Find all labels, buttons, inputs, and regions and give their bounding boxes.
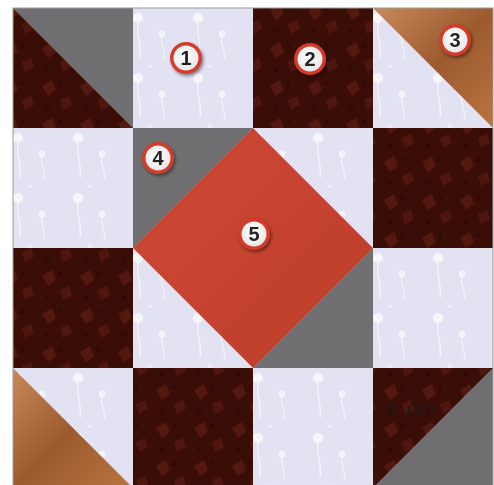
piece-4-label: 4 [152,148,164,170]
square-light-r2c3 [373,248,493,368]
square-dark-r1c3 [373,128,493,248]
square-dark-r3c1 [133,368,253,485]
piece-2-label: 2 [304,49,315,71]
badge-1: 1 [170,42,202,74]
piece-3-label: 3 [449,30,460,52]
badge-4: 4 [142,142,174,174]
square-light-r1c0 [13,128,133,248]
square-dark-r2c0 [13,248,133,368]
badge-2: 2 [294,43,326,75]
badge-3: 3 [439,24,471,56]
square-light-r3c2 [253,368,373,485]
piece-5-label: 5 [248,224,259,246]
badge-5: 5 [238,218,270,250]
piece-1-label: 1 [180,48,191,70]
copyright-mark: © QQ [384,401,434,421]
